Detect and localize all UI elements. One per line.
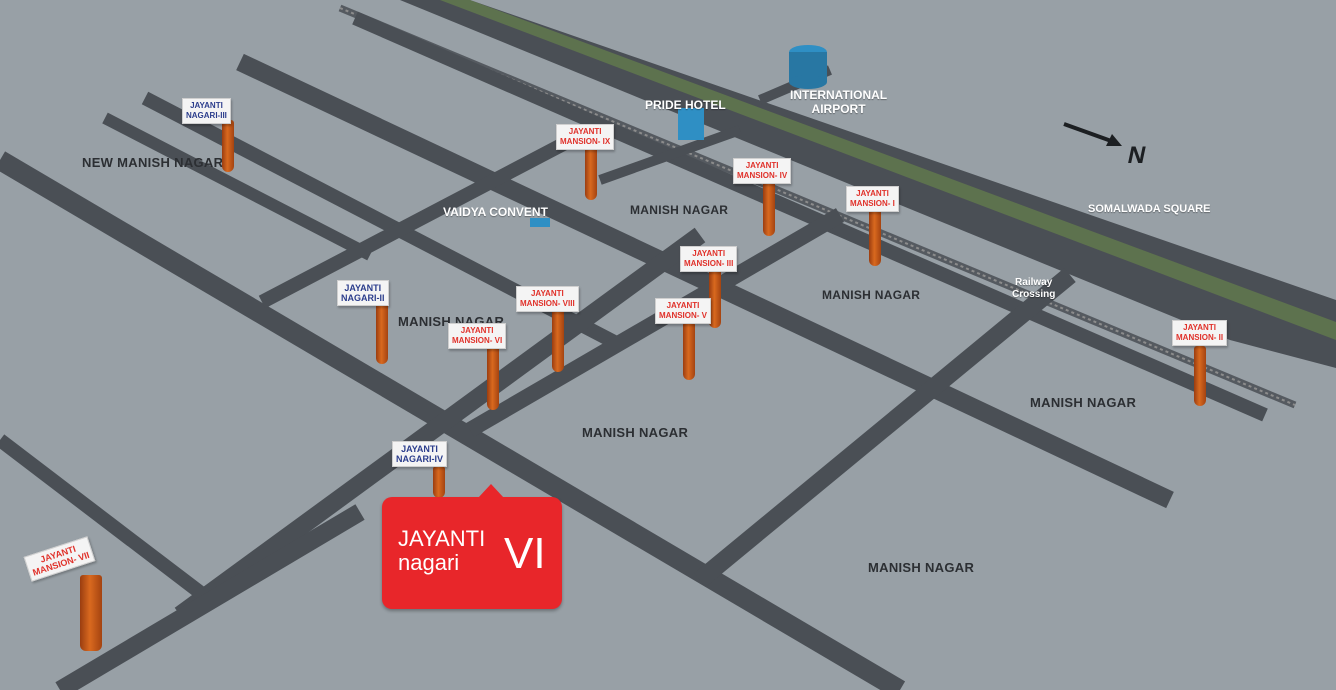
pole-mansion-iv (763, 178, 775, 236)
pole-nagari-iii (222, 120, 234, 172)
pole-mansion-ix (585, 144, 597, 200)
landmark-railway-crossing: Railway Crossing (1012, 277, 1055, 301)
signboard-line: JAYANTI (692, 249, 726, 258)
signboard-jayanti-mansion-viii: JAYANTI MANSION- VIII (516, 286, 579, 312)
signboard-line: JAYANTI (568, 127, 602, 136)
road-j (598, 125, 742, 185)
landmark-somalwada-square: SOMALWADA SQUARE (1088, 203, 1211, 215)
railway-sleepers (339, 7, 1296, 406)
signboard-jayanti-nagari-ii: JAYANTI NAGARI-II (337, 280, 389, 306)
pole-mansion-v (683, 322, 695, 380)
pride-hotel-building (678, 108, 704, 140)
road-d (236, 53, 1174, 509)
signboard-line: JAYANTI (190, 101, 223, 110)
signboard-line: JAYANTI (666, 301, 700, 310)
railway-label-line1: Railway (1015, 277, 1053, 288)
signboard-line: JAYANTI (530, 289, 564, 298)
pole-mansion-iii (709, 268, 721, 328)
signboard-line: JAYANTI (1183, 323, 1216, 332)
signboard-line: MANSION- VI (452, 336, 503, 345)
signboard-jayanti-mansion-i: JAYANTI MANSION- I (846, 186, 899, 212)
badge-numeral: VI (504, 529, 546, 578)
area-label-manish-nagar: MANISH NAGAR (822, 288, 921, 302)
signboard-jayanti-mansion-ii: JAYANTI MANSION- II (1172, 320, 1228, 346)
road-i (694, 268, 1076, 587)
signboard-line: NAGARI-IV (396, 454, 443, 464)
road-g (258, 123, 594, 309)
highway-median (440, 0, 1336, 340)
signboard-jayanti-mansion-iv: JAYANTI MANSION- IV (733, 158, 792, 184)
badge-line-nagari: nagari (398, 550, 460, 575)
signboard-jayanti-mansion-ix: JAYANTI MANSION- IX (556, 124, 615, 150)
pole-nagari-iv (433, 466, 445, 498)
signboard-line: JAYANTI (344, 283, 382, 293)
area-label-manish-nagar: MANISH NAGAR (868, 560, 975, 575)
signboard-jayanti-nagari-iii: JAYANTI NAGARI-III (182, 98, 231, 124)
badge-line-jayanti: JAYANTI (398, 526, 486, 551)
airport-label-line1: INTERNATIONAL (790, 88, 888, 102)
signboard-jayanti-mansion-iii: JAYANTI MANSION- III (680, 246, 738, 272)
signboard-line: MANSION- I (850, 199, 895, 208)
highway (400, 0, 1336, 368)
area-label-new-manish-nagar: NEW MANISH NAGAR (82, 155, 224, 170)
landmark-international-airport: INTERNATIONAL AIRPORT (790, 88, 887, 116)
vaidya-convent-building (530, 218, 550, 227)
signboard-line: NAGARI-II (341, 293, 385, 303)
signboard-line: MANSION- II (1176, 333, 1224, 342)
signboard-line: JAYANTI (856, 189, 889, 198)
signboard-jayanti-mansion-vi: JAYANTI MANSION- VI (448, 323, 507, 349)
road-e (352, 11, 1268, 422)
road-l (0, 434, 215, 606)
area-label-manish-nagar: MANISH NAGAR (630, 203, 729, 217)
signboard-jayanti-nagari-iv: JAYANTI NAGARI-IV (392, 441, 447, 467)
signboard-line: MANSION- III (684, 259, 734, 268)
signboard-line: NAGARI-III (186, 111, 227, 120)
landmark-vaidya-convent: VAIDYA CONVENT (443, 205, 548, 219)
road-f (174, 227, 706, 623)
signboard-line: JAYANTI (401, 444, 438, 454)
pole-mansion-ii (1194, 346, 1206, 406)
pole-nagari-ii (376, 302, 388, 364)
north-arrow-icon (1063, 122, 1122, 146)
signboard-line: MANSION- IX (560, 137, 611, 146)
signboard-line: MANSION- VIII (520, 299, 575, 308)
signboard-line: MANSION- V (659, 311, 707, 320)
pole-mansion-viii (552, 308, 564, 372)
pole-mansion-i (869, 208, 881, 266)
pole-mansion-vi (487, 346, 499, 410)
area-label-manish-nagar: MANISH NAGAR (1030, 395, 1137, 410)
airport-tower-base (789, 75, 827, 89)
pole-mansion-vii (80, 575, 102, 651)
signboard-line: JAYANTI (745, 161, 779, 170)
landmark-pride-hotel: PRIDE HOTEL (645, 98, 726, 112)
road-m (55, 504, 365, 690)
project-location-badge: JAYANTI nagari VI (382, 484, 562, 609)
north-compass: N (1062, 120, 1148, 169)
signboard-jayanti-mansion-v: JAYANTI MANSION- V (655, 298, 711, 324)
road-b (102, 112, 373, 261)
airport-label-line2: AIRPORT (811, 102, 866, 116)
area-label-manish-nagar: MANISH NAGAR (582, 425, 689, 440)
signboard-line: MANSION- IV (737, 171, 788, 180)
railway-label-line2: Crossing (1012, 289, 1056, 300)
signboard-line: JAYANTI (460, 326, 494, 335)
